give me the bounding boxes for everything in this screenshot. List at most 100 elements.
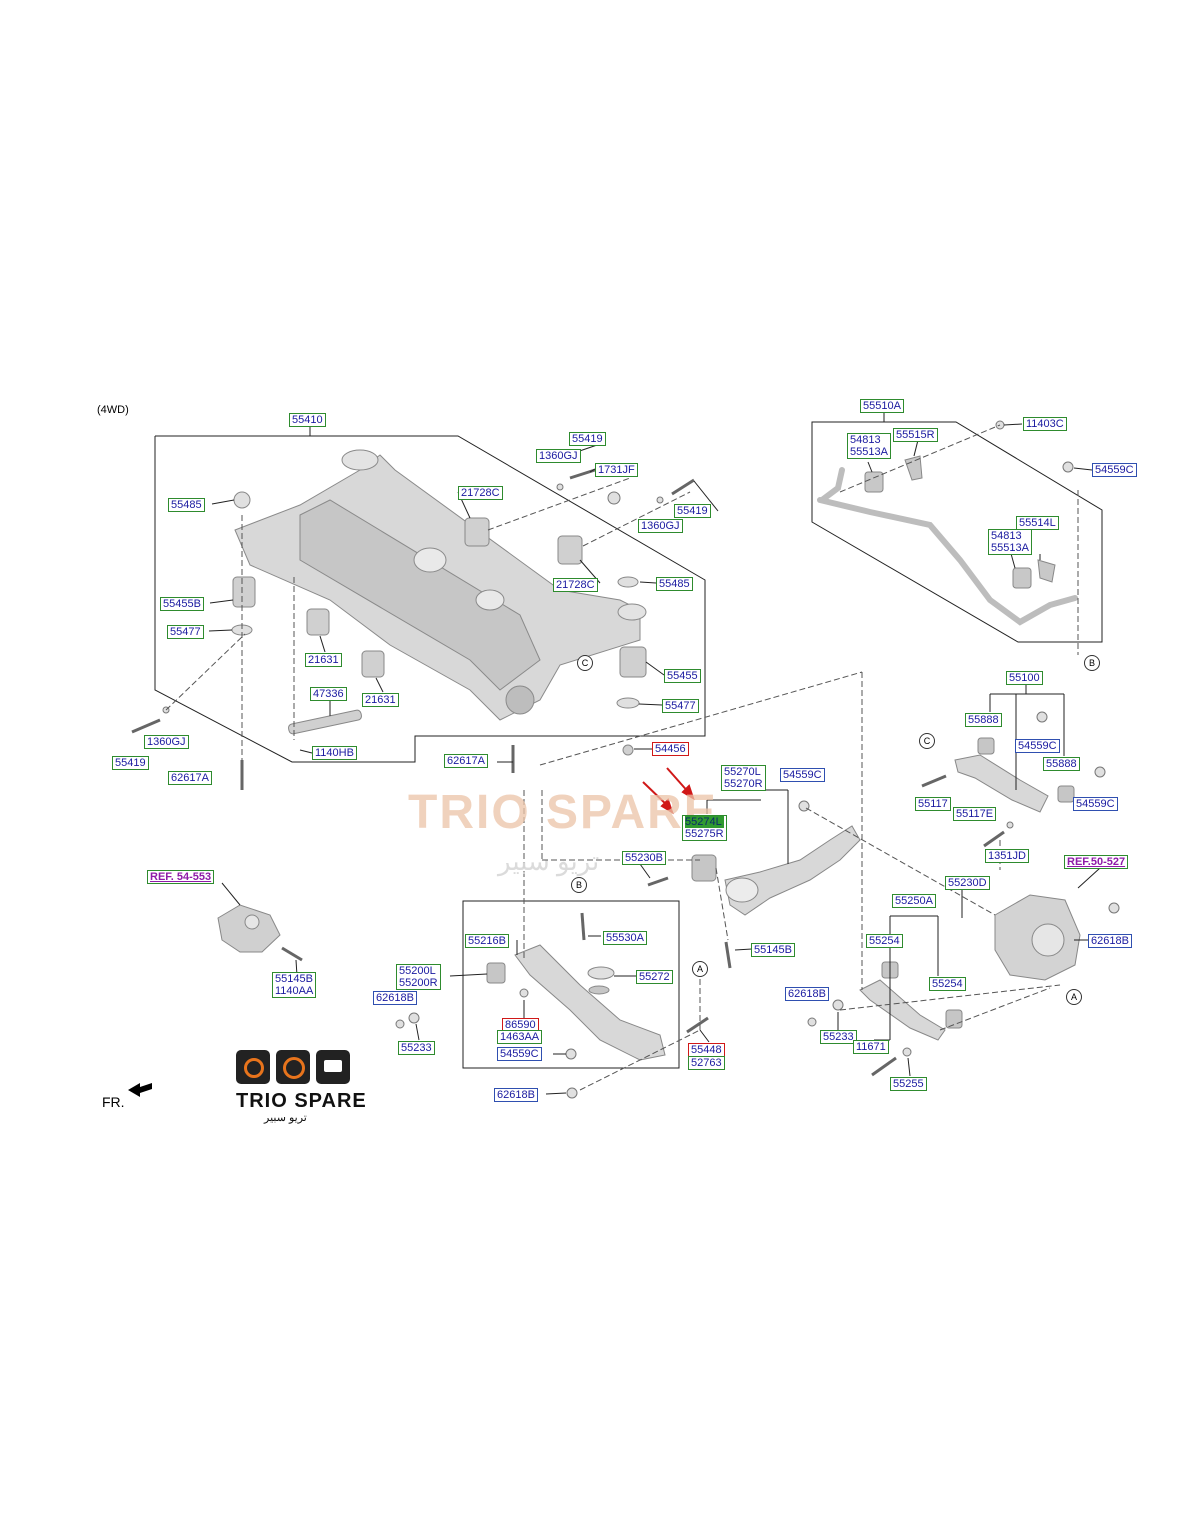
part-label[interactable]: 55145B (751, 943, 795, 957)
part-label[interactable]: 55530A (603, 931, 647, 945)
part-label[interactable]: 55419 (112, 756, 149, 770)
front-arrow (128, 1083, 152, 1097)
part-label[interactable]: 55410 (289, 413, 326, 427)
part-label[interactable]: 1360GJ (638, 519, 683, 533)
part-label[interactable]: 62618B (373, 991, 417, 1005)
part-label[interactable]: 62618B (494, 1088, 538, 1102)
part-label[interactable]: 54559C (1015, 739, 1060, 753)
part-label[interactable]: 55419 (569, 432, 606, 446)
part-label[interactable]: 47336 (310, 687, 347, 701)
lower-arm-group-outline (462, 900, 680, 1069)
part-label[interactable]: 55455B (160, 597, 204, 611)
part-label[interactable]: 54559C (497, 1047, 542, 1061)
part-label[interactable]: 11671 (853, 1040, 889, 1054)
part-label[interactable]: 55888 (965, 713, 1002, 727)
part-label[interactable]: 1360GJ (144, 735, 189, 749)
part-label[interactable]: 86590 (502, 1018, 539, 1032)
part-label[interactable]: 55455 (664, 669, 701, 683)
part-label[interactable]: 55485 (656, 577, 693, 591)
part-label-stack[interactable]: 55145B 1140AA (272, 972, 317, 998)
part-label[interactable]: 55270R (724, 778, 763, 790)
part-label[interactable]: 55145B (275, 973, 313, 985)
part-label[interactable]: 55250A (892, 894, 936, 908)
part-label[interactable]: 55513A (991, 542, 1029, 554)
part-label[interactable]: 1140AA (275, 985, 314, 997)
part-label[interactable]: 55510A (860, 399, 904, 413)
part-label[interactable]: 55254 (929, 977, 966, 991)
part-label[interactable]: 52763 (688, 1056, 725, 1070)
part-label[interactable]: 55230B (622, 851, 666, 865)
part-label[interactable]: 55117E (953, 807, 997, 821)
brand-name: TRIO SPARE (236, 1090, 367, 1112)
part-label-stack[interactable]: 55274L 55275R (682, 815, 727, 841)
part-label[interactable]: 54559C (780, 768, 825, 782)
brand-truck-icon (316, 1050, 350, 1084)
part-label-highlighted[interactable]: 55274L (685, 816, 724, 828)
part-label-stack[interactable]: 54813 55513A (988, 529, 1032, 555)
part-label[interactable]: 62617A (168, 771, 212, 785)
part-label[interactable]: 62618B (785, 987, 829, 1001)
subframe-body (234, 449, 647, 721)
part-label[interactable]: 54456 (652, 742, 689, 756)
ref-circle-b: B (1084, 655, 1100, 671)
part-label[interactable]: 21631 (305, 653, 342, 667)
part-label-stack[interactable]: 55200L 55200R (396, 964, 441, 990)
part-label[interactable]: 21728C (458, 486, 503, 500)
part-label[interactable]: 55230D (945, 876, 990, 890)
diagram-title: (4WD) (97, 404, 129, 416)
part-label[interactable]: 55200L (399, 965, 436, 977)
part-label[interactable]: 55270L (724, 766, 761, 778)
part-label[interactable]: 55100 (1006, 671, 1043, 685)
knuckle (994, 894, 1081, 981)
upper-arm (954, 737, 1075, 813)
part-label[interactable]: 21631 (362, 693, 399, 707)
reference-link[interactable]: REF.50-527 (1064, 855, 1129, 869)
watermark-arabic-text: تريو سبير (498, 846, 600, 876)
reference-link[interactable]: REF. 54-553 (147, 870, 215, 884)
part-label[interactable]: 55419 (674, 504, 711, 518)
part-label[interactable]: 55233 (398, 1041, 435, 1055)
brand-logo-icon (236, 1050, 270, 1084)
part-label[interactable]: 1360GJ (536, 449, 581, 463)
part-label[interactable]: 55477 (662, 699, 699, 713)
part-label[interactable]: 55117 (915, 797, 951, 811)
part-label[interactable]: 1463AA (497, 1030, 543, 1044)
part-label-stack[interactable]: 54813 55513A (847, 433, 891, 459)
brand-arabic-name: تريو سبير (264, 1112, 307, 1124)
ref-circle-b: B (571, 877, 587, 893)
part-label[interactable]: 1731JF (595, 463, 638, 477)
part-label[interactable]: 62617A (444, 754, 488, 768)
part-label[interactable]: 54813 (991, 530, 1022, 542)
part-label[interactable]: 55255 (890, 1077, 927, 1091)
part-label[interactable]: 1140HB (312, 746, 357, 760)
part-label[interactable]: 55888 (1043, 757, 1080, 771)
part-label[interactable]: 55448 (688, 1043, 725, 1057)
part-label[interactable]: 1351JD (985, 849, 1029, 863)
part-label[interactable]: 54559C (1073, 797, 1118, 811)
lower-links (859, 961, 963, 1041)
bushings (231, 491, 647, 756)
brand-gauge-icon (276, 1050, 310, 1084)
part-label-stack[interactable]: 55270L 55270R (721, 765, 766, 791)
part-label[interactable]: 55514L (1016, 516, 1059, 530)
part-label[interactable]: 55233 (820, 1030, 857, 1044)
ref-circle-c: C (577, 655, 593, 671)
subframe-group-outline (154, 435, 706, 763)
part-label[interactable]: 21728C (553, 578, 598, 592)
part-label[interactable]: 55477 (167, 625, 204, 639)
part-label[interactable]: 55272 (636, 970, 673, 984)
part-label[interactable]: 55200R (399, 977, 438, 989)
ref-circle-c: C (919, 733, 935, 749)
part-label[interactable]: 55485 (168, 498, 205, 512)
part-label[interactable]: 62618B (1088, 934, 1132, 948)
part-label[interactable]: 55513A (850, 446, 888, 458)
part-label[interactable]: 54813 (850, 434, 881, 446)
trailing-arm (691, 825, 861, 916)
part-label[interactable]: 11403C (1023, 417, 1067, 431)
part-label[interactable]: 55216B (465, 934, 509, 948)
part-label[interactable]: 55515R (893, 428, 938, 442)
part-label[interactable]: 54559C (1092, 463, 1137, 477)
part-label[interactable]: 55275R (685, 828, 724, 840)
part-label[interactable]: 55254 (866, 934, 903, 948)
